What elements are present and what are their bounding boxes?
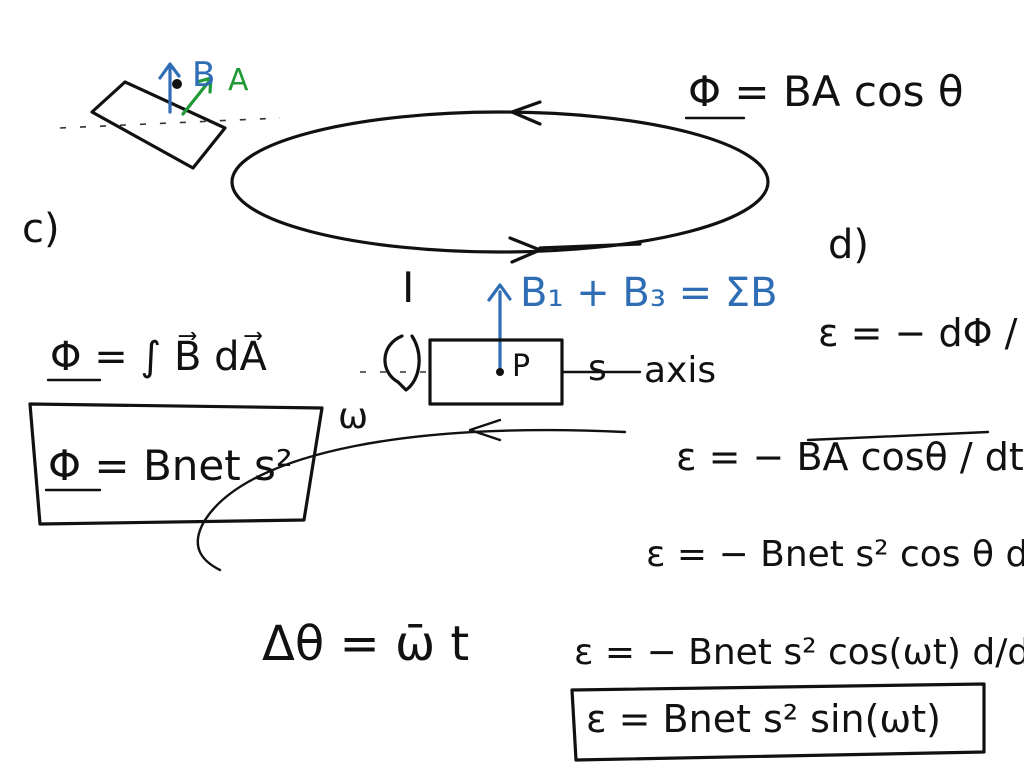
current-label: I [402,263,414,312]
flux-integral-equation: Φ = ∫ B⃗ dA⃗ [50,332,268,380]
part-c-label: c) [22,206,60,252]
emf-step-2: ε = − BA cosθ / dt [676,435,1024,479]
square-loop-sketch: P s axis ω [196,334,716,572]
flux-definition-equation: Φ = BA cos θ [688,67,964,116]
delta-theta-equation: Δθ = ω̄ t [262,616,469,672]
svg-text:Φ = Bnet s²: Φ = Bnet s² [48,441,293,490]
a-vector-arrow [181,78,212,116]
point-p-label: P [512,349,530,384]
rotation-arrow [383,334,421,392]
a-vector-label: A [228,63,249,98]
current-direction-arrow-top [510,100,542,126]
current-direction-arrow-bottom [508,236,542,264]
omega-label: ω [338,396,368,437]
current-loop [230,100,770,264]
flux-boxed-result: Φ = Bnet s² [28,402,324,526]
field-line-curve [196,428,627,572]
tilted-loop-sketch: B A [59,55,281,170]
emf-final-boxed-result: ε = Bnet s² sin(ωt) [570,682,986,762]
point-p-dot [496,368,504,376]
axis-label: axis [644,350,716,391]
emf-step-1: ε = − dΦ / dt [818,311,1024,355]
svg-text:ε = Bnet s² sin(ωt): ε = Bnet s² sin(ωt) [586,697,941,741]
side-label: s [588,348,607,389]
b-vector-label: B [192,55,215,95]
emf-step-3: ε = − Bnet s² cos θ d/dt [646,534,1024,575]
part-d-label: d) [828,222,869,268]
emf-step-4: ε = − Bnet s² cos(ωt) d/dt [574,632,1024,673]
field-sum-equation: B₁ + B₃ = ΣB [520,270,778,316]
